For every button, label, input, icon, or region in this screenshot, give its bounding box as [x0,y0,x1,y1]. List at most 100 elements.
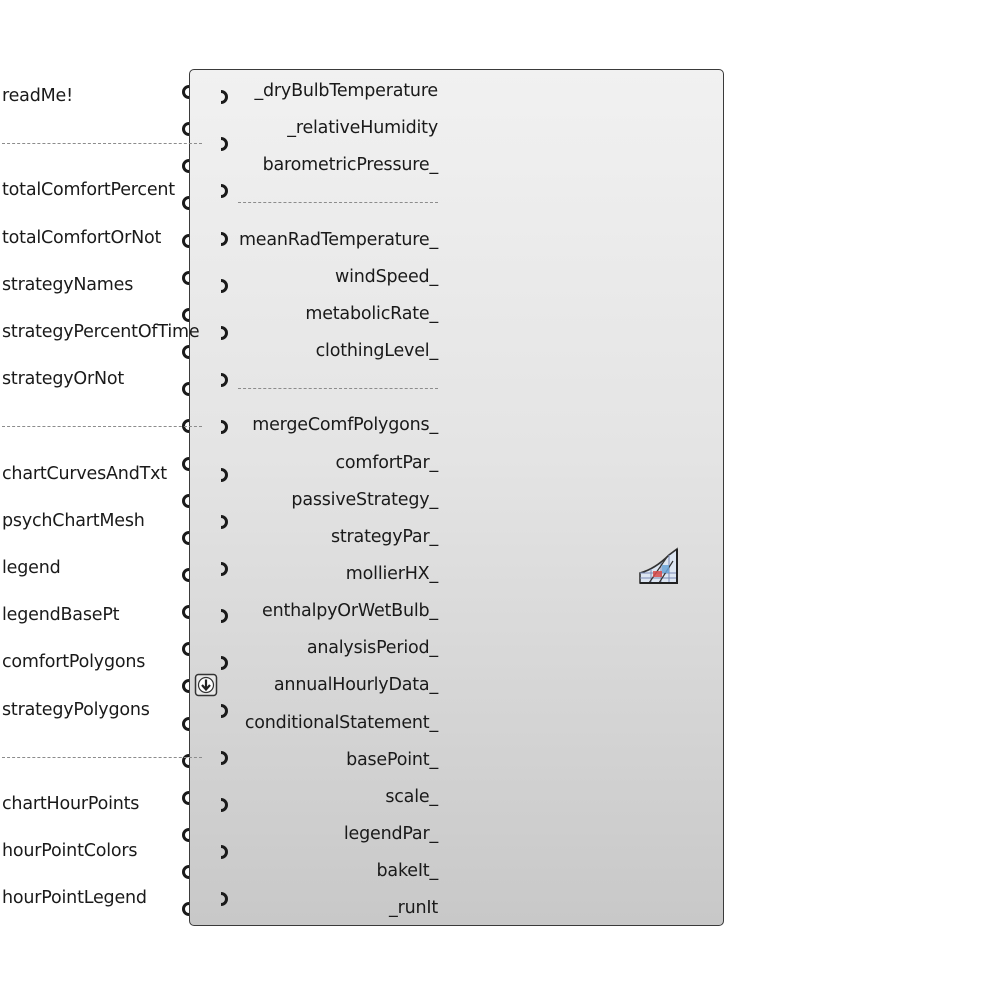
output-param-total-comfort-percent[interactable]: totalComfortPercent [0,175,240,205]
input-param-mollier-hx[interactable]: mollierHX_ [0,559,440,589]
input-param-label: _runIt [389,898,438,919]
output-port-grip-icon[interactable] [218,750,232,765]
input-port-grip-icon[interactable] [178,456,192,471]
input-param-passive-strategy[interactable]: passiveStrategy_ [0,485,440,515]
separator-line [2,143,202,145]
output-param-psych-chart-mesh[interactable]: psychChartMesh [0,506,240,536]
input-param-analysis-period[interactable]: analysisPeriod_ [0,633,440,663]
input-param-dry-bulb-temperature[interactable]: _dryBulbTemperature [0,76,440,106]
output-port-grip-icon[interactable] [218,467,232,482]
input-param-relative-humidity[interactable]: _relativeHumidity [0,113,440,143]
input-port-grip-icon[interactable] [178,902,192,917]
output-separator [0,742,240,772]
output-port-grip-icon[interactable] [218,90,232,104]
input-param-legend-par[interactable]: legendPar_ [0,819,440,849]
output-param-total-comfort-or-not[interactable]: totalComfortOrNot [0,223,240,253]
input-port-grip-icon[interactable] [178,605,192,620]
output-port-grip-icon[interactable] [218,420,232,435]
output-param-strategy-percent-of-time[interactable]: strategyPercentOfTime [0,317,240,347]
output-port-grip-icon[interactable] [218,278,232,293]
input-param-label: meanRadTemperature_ [238,229,438,250]
input-port-grip-icon[interactable] [178,270,192,285]
output-param-legend-base-pt[interactable]: legendBasePt [0,600,240,630]
input-port-grip-icon[interactable] [178,493,192,508]
input-param-merge-comf-polygons[interactable]: mergeComfPolygons_ [0,410,440,440]
output-param-read-me[interactable]: readMe! [0,81,240,111]
input-port-grip-icon[interactable] [178,233,192,248]
psychrometric-chart-component[interactable] [189,69,724,926]
input-port-grip-icon[interactable] [178,679,192,694]
input-param-run-it[interactable]: _runIt [0,893,440,923]
input-port-grip-icon[interactable] [178,865,192,880]
input-port-grip-icon[interactable] [178,716,192,731]
input-port-grip-icon[interactable] [178,122,192,137]
input-param-label: metabolicRate_ [305,303,438,324]
input-param-clothing-level[interactable]: clothingLevel_ [0,336,440,366]
input-param-label: windSpeed_ [335,266,438,287]
output-port-grip-icon[interactable] [218,798,232,812]
input-port-grip-icon[interactable] [178,828,192,842]
output-port-grip-icon[interactable] [218,656,232,671]
output-param-strategy-polygons[interactable]: strategyPolygons [0,695,240,725]
input-port-grip-icon[interactable] [178,159,192,174]
input-param-bake-it[interactable]: bakeIt_ [0,856,440,886]
output-port-grip-icon[interactable] [218,326,232,340]
output-param-label: comfortPolygons [2,652,146,673]
output-param-label: hourPointLegend [2,888,147,909]
input-param-enthalpy-or-wet-bulb[interactable]: enthalpyOrWetBulb_ [0,596,440,626]
input-param-annual-hourly-data[interactable]: annualHourlyData_ [0,670,440,700]
output-param-label: chartCurvesAndTxt [2,463,167,484]
output-param-comfort-polygons[interactable]: comfortPolygons [0,647,240,677]
input-param-barometric-pressure[interactable]: barometricPressure_ [0,150,440,180]
output-separator [0,128,240,158]
output-param-legend[interactable]: legend [0,553,240,583]
input-param-scale[interactable]: scale_ [0,782,440,812]
input-param-strategy-par[interactable]: strategyPar_ [0,522,440,552]
input-port-grip-icon[interactable] [178,790,192,805]
input-port-grip-icon[interactable] [178,307,192,322]
output-separator [0,411,240,441]
separator-line [238,202,438,204]
output-param-hour-point-colors[interactable]: hourPointColors [0,836,240,866]
input-param-label: mergeComfPolygons_ [252,415,438,436]
input-param-comfort-par[interactable]: comfortPar_ [0,448,440,478]
input-param-label: analysisPeriod_ [306,638,438,659]
input-port-grip-icon[interactable] [178,567,192,582]
output-param-label: totalComfortOrNot [2,227,162,248]
input-param-label: annualHourlyData_ [273,675,438,696]
output-param-strategy-names[interactable]: strategyNames [0,270,240,300]
output-port-grip-icon[interactable] [218,184,232,199]
input-port-grip-icon[interactable] [178,642,192,657]
input-port-grip-icon[interactable] [178,530,192,545]
input-port-grip-icon[interactable] [178,753,192,768]
output-port-grip-icon[interactable] [218,703,232,718]
output-port-grip-icon[interactable] [218,231,232,246]
input-port-grip-icon[interactable] [178,419,192,434]
output-port-grip-icon[interactable] [218,892,232,907]
input-separator [0,373,440,403]
output-port-grip-icon[interactable] [218,845,232,860]
output-param-strategy-or-not[interactable]: strategyOrNot [0,364,240,394]
input-port-grip-icon[interactable] [178,345,192,360]
input-param-label: conditionalStatement_ [244,712,438,733]
separator-line [2,756,202,758]
output-port-grip-icon[interactable] [218,609,232,624]
input-param-mean-rad-temperature[interactable]: meanRadTemperature_ [0,225,440,255]
arrow-down-icon[interactable] [194,673,218,697]
input-param-label: comfortPar_ [335,452,438,473]
input-param-metabolic-rate[interactable]: metabolicRate_ [0,299,440,329]
output-port-grip-icon[interactable] [218,373,232,388]
input-port-grip-icon[interactable] [178,196,192,211]
input-port-grip-icon[interactable] [178,382,192,397]
input-param-label: strategyPar_ [330,526,438,547]
output-port-grip-icon[interactable] [218,137,232,152]
input-param-conditional-statement[interactable]: conditionalStatement_ [0,708,440,738]
input-port-grip-icon[interactable] [178,85,192,99]
output-param-chart-curves-and-txt[interactable]: chartCurvesAndTxt [0,459,240,489]
output-param-chart-hour-points[interactable]: chartHourPoints [0,789,240,819]
output-port-grip-icon[interactable] [218,514,232,529]
input-param-base-point[interactable]: basePoint_ [0,745,440,775]
output-port-grip-icon[interactable] [218,562,232,576]
input-param-wind-speed[interactable]: windSpeed_ [0,262,440,292]
output-param-hour-point-legend[interactable]: hourPointLegend [0,883,240,913]
